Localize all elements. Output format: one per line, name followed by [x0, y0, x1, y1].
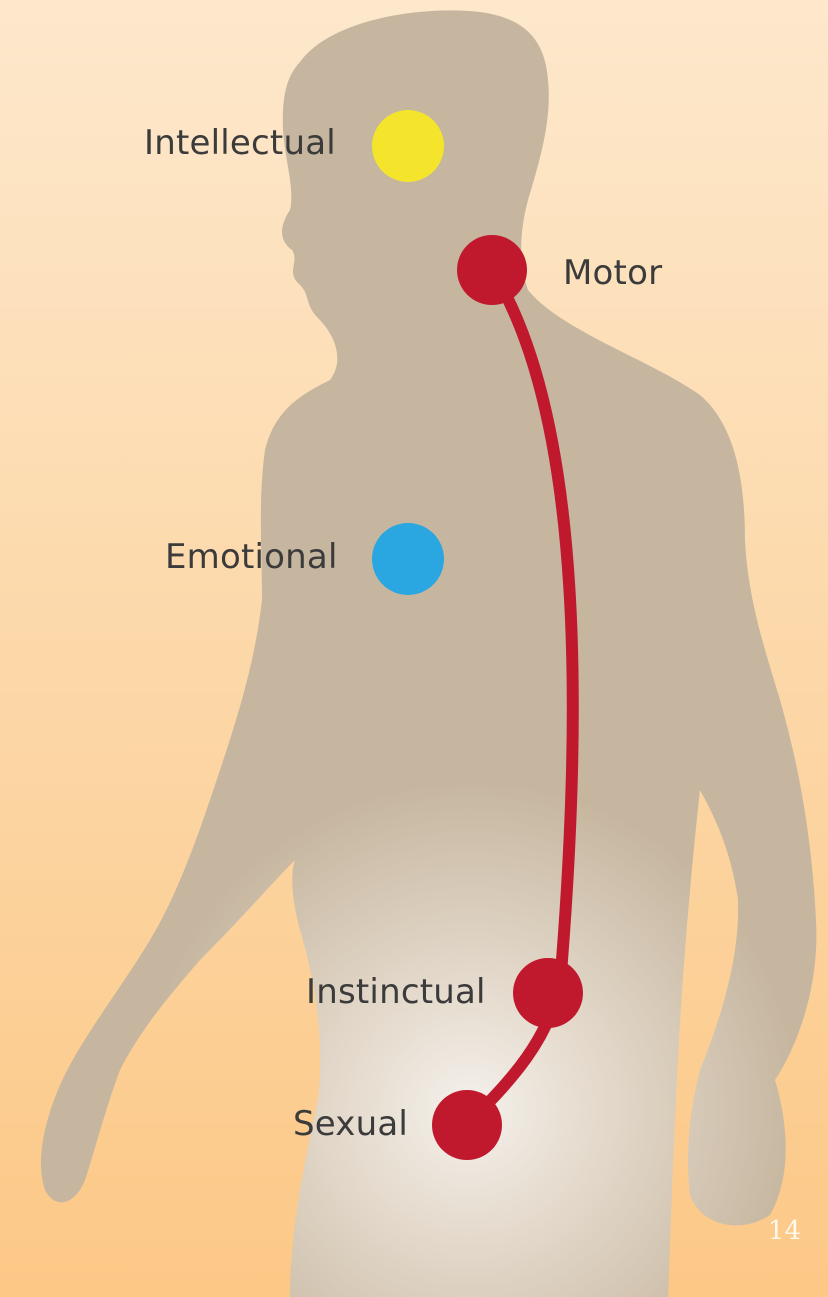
motor-label: Motor	[563, 256, 662, 290]
intellectual-center-dot	[372, 110, 444, 182]
emotional-center-dot	[372, 523, 444, 595]
instinctual-label: Instinctual	[306, 975, 486, 1009]
emotional-label: Emotional	[165, 540, 338, 574]
sexual-label: Sexual	[293, 1107, 408, 1141]
intellectual-label: Intellectual	[144, 126, 336, 160]
instinctual-center-dot	[513, 958, 583, 1028]
motor-center-dot	[457, 235, 527, 305]
page-number: 14	[768, 1216, 801, 1246]
sexual-center-dot	[432, 1090, 502, 1160]
